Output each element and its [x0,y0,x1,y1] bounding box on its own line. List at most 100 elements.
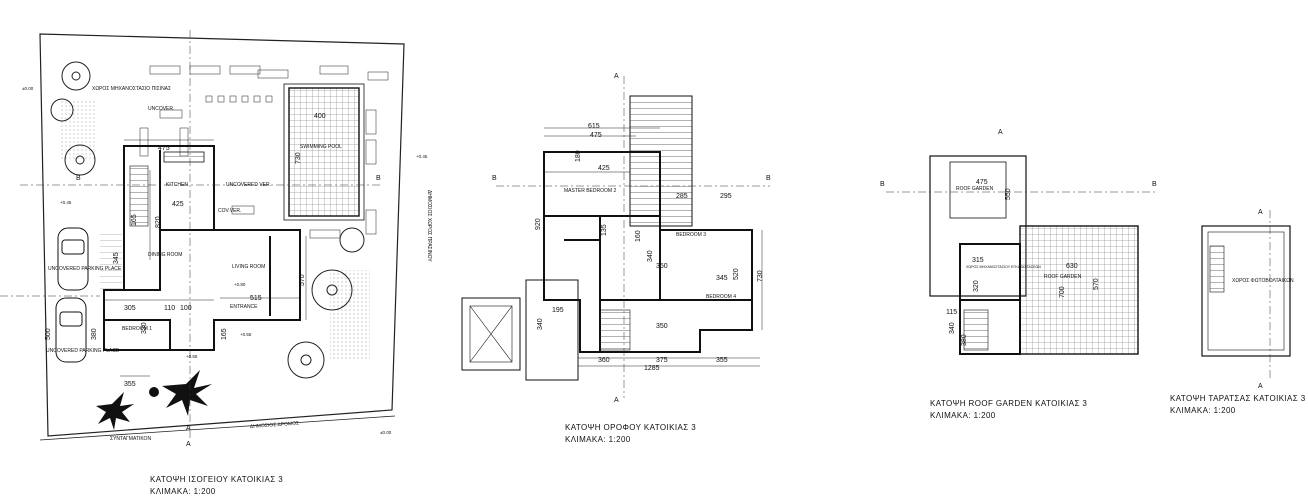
level-label: +0.55 [186,354,198,359]
dimension-label: 570 [1093,278,1100,290]
room-label: COV.VER. [218,208,241,214]
dimension-label: 730 [757,270,764,282]
section-mark: B [492,175,497,182]
room-label: ROOF GARDEN [956,186,994,192]
plan-title: ΚΑΤΟΨΗ ΤΑΡΑΤΣΑΣ ΚΑΤΟΙΚΙΑΣ 3 [1170,394,1306,403]
dimension-label: 1285 [644,365,660,372]
ground-dimension-labels: 475 425 820 305 515 570 400 730 355 500 … [45,113,326,388]
dimension-label: 165 [221,328,228,340]
dimension-label: 500 [45,328,52,340]
dimension-label: 115 [946,309,957,316]
dimension-label: 330 [141,322,148,334]
stair-hatch [1209,245,1225,293]
room-label: BEDROOM 4 [706,294,736,300]
section-marks: A A B B [76,175,381,448]
public-road-edge [39,415,396,441]
dimension-label: 520 [733,268,740,280]
dimension-label: 285 [676,193,688,200]
dimension-label: 570 [299,274,306,286]
room-label: MASTER BEDROOM 2 [564,188,616,194]
level-label: +0.80 [234,282,246,287]
dimension-label: 195 [552,307,564,314]
site-boundary [39,33,405,437]
dimension-label: 475 [158,145,170,152]
dimension-label: 475 [590,132,602,139]
room-label: ΧΩΡΟΣ ΜΗΧΑΝΟΣΤΑΣΙΟ ΠΙΣΙΝΑΣ [92,86,171,92]
terrace-caption: ΚΑΤΟΨΗ ΤΑΡΑΤΣΑΣ ΚΑΤΟΙΚΙΑΣ 3 ΚΛΙΜΑΚΑ: 1:2… [1170,393,1306,417]
dimension-label: 345 [716,275,728,282]
plan-scale: ΚΛΙΜΑΚΑ: 1:200 [1170,406,1236,415]
roof-section-marks: A B B [880,129,1157,188]
terrace-room-labels: ΧΩΡΟΣ ΦΩΤΟΒΟΛΤΑΙΚΩΝ [1232,278,1294,284]
section-mark: B [766,175,771,182]
roof-room-labels: ROOF GARDEN ROOF GARDEN ΧΩΡΟΣ ΜΗΧΑΝΟΣΤΑΣ… [956,186,1082,280]
dimension-label: 820 [155,216,162,228]
ground-room-labels: UNCOVERED PARKING PLACE UNCOVERED PARKIN… [46,86,432,442]
dimension-label: 180 [575,150,582,162]
room-label: ENTRANCE [230,304,258,310]
dimension-label: 160 [635,230,642,242]
dimension-label: 315 [972,257,984,264]
parking-cars [55,227,89,363]
room-label: ΔΗΜΟΣΙΟΣ ΔΡΟΜΟΣ [250,421,300,430]
dimension-label: 135 [601,224,608,236]
level-label: +0.55 [240,332,252,337]
dimension-label: 630 [1066,263,1078,270]
dimension-label: 425 [598,165,610,172]
dimension-label: 475 [976,179,988,186]
dimension-label: 425 [172,201,184,208]
section-mark: B [880,181,885,188]
room-label: ΣΥΝΤΑΓΜΑΤΙΚΟΝ [110,436,151,442]
level-marks: +0.45 +0.55 +0.55 +0.80 +0.45 ±0.00 ±0.0… [22,86,428,435]
section-mark: A [1258,383,1263,390]
ground-floor-caption: ΚΑΤΟΨΗ ΙΣΟΓΕΙΟΥ ΚΑΤΟΙΚΙΑΣ 3 ΚΛΙΜΑΚΑ: 1:2… [150,474,283,498]
stair [129,165,149,227]
roof-walls [959,243,1021,355]
room-label: SWIMMING POOL [300,144,342,150]
terrace-plan: ΧΩΡΟΣ ΦΩΤΟΒΟΛΤΑΙΚΩΝ A A [1201,209,1294,390]
dimension-label: 100 [180,305,192,312]
level-label: +0.45 [416,154,428,159]
dimension-label: 340 [949,322,956,334]
first-floor-plan: MASTER BEDROOM 2 BEDROOM 3 BEDROOM 4 615… [461,73,771,404]
dimension-label: 345 [113,252,120,264]
section-mark: A [998,129,1003,136]
room-label: ROOF GARDEN [1044,274,1082,280]
dimension-label: 380 [91,328,98,340]
ground-floor-plan: UNCOVERED PARKING PLACE UNCOVERED PARKIN… [0,30,432,448]
section-mark: A [614,73,619,80]
room-label: BEDROOM 3 [676,232,706,238]
dimension-label: 295 [720,193,732,200]
plan-title: ΚΑΤΟΨΗ ROOF GARDEN ΚΑΤΟΙΚΙΑΣ 3 [930,399,1088,408]
room-label: KITCHEN [166,182,188,188]
section-mark: A [614,397,619,404]
dimension-label: 340 [537,318,544,330]
dimension-label: 355 [124,381,136,388]
swimming-pool [288,87,360,217]
parking-hatch [100,230,122,290]
green-area [60,100,96,160]
section-mark: A [186,425,191,432]
section-mark: B [76,175,81,182]
dimension-label: 920 [535,218,542,230]
roof-dimension-labels: 475 550 315 320 630 570 700 340 115 380 [946,179,1100,346]
level-label: ±0.00 [380,430,392,435]
plan-scale: ΚΛΙΜΑΚΑ: 1:200 [930,411,996,420]
first-room-labels: MASTER BEDROOM 2 BEDROOM 3 BEDROOM 4 [564,188,736,300]
roof-garden-caption: ΚΑΤΟΨΗ ROOF GARDEN ΚΑΤΟΙΚΙΑΣ 3 ΚΛΙΜΑΚΑ: … [930,398,1087,422]
dimension-label: 165 [131,214,138,226]
roof-outline [929,155,1027,297]
first-floor-caption: ΚΑΤΟΨΗ ΟΡΟΦΟΥ ΚΑΤΟΙΚΙΑΣ 3 ΚΛΙΜΑΚΑ: 1:200 [565,422,696,446]
dimension-label: 355 [716,357,728,364]
dimension-label: 380 [961,334,968,346]
room-label: UNCOVERED PARKING PLACE [46,348,120,354]
section-mark: B [1152,181,1157,188]
plan-scale: ΚΛΙΜΑΚΑ: 1:200 [565,435,631,444]
room-label: LIVING ROOM [232,264,265,270]
dimension-label: 375 [656,357,668,364]
green-area [330,270,370,360]
dimension-label: 320 [973,280,980,292]
dimension-label: 305 [124,305,136,312]
section-mark: A [186,441,191,448]
